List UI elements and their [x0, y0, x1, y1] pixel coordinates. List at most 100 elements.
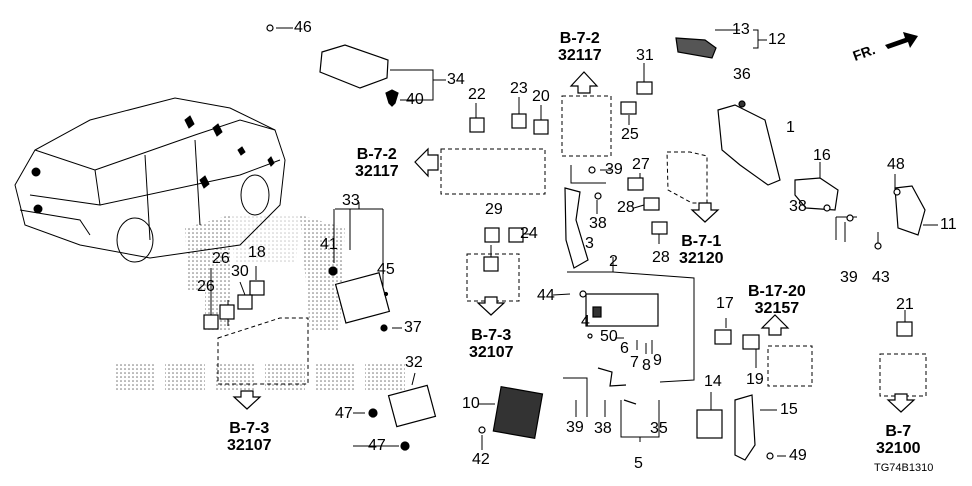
part-label-29[interactable]: 29	[485, 201, 503, 218]
part-label-19[interactable]: 19	[746, 371, 764, 388]
part-label-21[interactable]: 21	[896, 296, 914, 313]
part-label-37[interactable]: 37	[404, 319, 422, 336]
reference-code: 32100	[876, 440, 921, 457]
part-label-6[interactable]: 6	[620, 340, 629, 357]
part-label-49[interactable]: 49	[789, 447, 807, 464]
part-label-28a[interactable]: 28	[617, 199, 635, 216]
part-label-44[interactable]: 44	[537, 287, 555, 304]
part-label-7[interactable]: 7	[630, 354, 639, 371]
part-label-8[interactable]: 8	[642, 357, 651, 374]
diagram-code: TG74B1310	[874, 462, 934, 474]
reference-arrows	[232, 71, 916, 413]
reference-code: 32107	[227, 437, 272, 454]
part-label-45[interactable]: 45	[377, 261, 395, 278]
part-16-unit	[794, 177, 839, 211]
part-15-bracket	[734, 394, 756, 461]
reference-section: B-7	[885, 423, 912, 440]
part-label-20[interactable]: 20	[532, 88, 550, 105]
part-label-38-right[interactable]: 38	[789, 198, 807, 215]
part-label-9[interactable]: 9	[653, 352, 662, 369]
part-label-48[interactable]: 48	[887, 156, 905, 173]
part-label-24[interactable]: 24	[520, 225, 538, 242]
reference-section: B-17-20	[748, 283, 806, 300]
reference-section: B-7-2	[559, 30, 600, 47]
part-40-clip	[385, 89, 399, 107]
part-34-unit	[319, 44, 389, 89]
part-label-31[interactable]: 31	[636, 47, 654, 64]
vehicle-illustration	[14, 97, 286, 263]
part-3-bracket	[564, 187, 589, 269]
reference-b17-20[interactable]: B-17-20 32157	[748, 283, 806, 317]
arrow-up-b72-top	[569, 71, 599, 94]
part-label-23[interactable]: 23	[510, 80, 528, 97]
part-label-4[interactable]: 4	[581, 313, 590, 330]
part-label-12[interactable]: 12	[768, 31, 786, 48]
part-label-26a[interactable]: 26	[212, 250, 230, 267]
part-label-1[interactable]: 1	[786, 119, 795, 136]
part-label-13[interactable]: 13	[732, 21, 750, 38]
part-label-11[interactable]: 11	[940, 216, 957, 233]
part-label-39-right[interactable]: 39	[840, 269, 858, 286]
part-label-38-mid[interactable]: 38	[589, 215, 607, 232]
connector-group-boxes	[217, 95, 927, 397]
part-12-switch	[675, 37, 717, 59]
part-1-bracket	[717, 104, 781, 186]
part-label-47a[interactable]: 47	[335, 405, 353, 422]
part-shapes	[203, 24, 926, 461]
part-46-screw	[266, 24, 274, 32]
arrow-down-b7	[886, 393, 916, 413]
part-label-40[interactable]: 40	[406, 91, 424, 108]
part-label-47b[interactable]: 47	[368, 437, 386, 454]
part-label-39-top[interactable]: 39	[605, 161, 623, 178]
part-label-30[interactable]: 30	[231, 263, 249, 280]
reference-b7-2-left[interactable]: B-7-2 32117	[355, 146, 399, 180]
part-label-26b[interactable]: 26	[197, 278, 215, 295]
arrow-down-b73-mid	[476, 296, 506, 316]
part-label-2[interactable]: 2	[609, 253, 618, 270]
part-label-50[interactable]: 50	[600, 328, 618, 345]
part-label-36[interactable]: 36	[733, 66, 751, 83]
reference-b7-3-left[interactable]: B-7-3 32107	[227, 420, 272, 454]
part-label-43[interactable]: 43	[872, 269, 890, 286]
reference-code: 32107	[469, 344, 514, 361]
part-label-34[interactable]: 34	[447, 71, 465, 88]
part-label-32[interactable]: 32	[405, 354, 423, 371]
part-label-42[interactable]: 42	[472, 451, 490, 468]
part-32-unit	[387, 384, 437, 428]
part-label-46[interactable]: 46	[294, 19, 312, 36]
reference-b7-3-mid[interactable]: B-7-3 32107	[469, 327, 514, 361]
part-label-16[interactable]: 16	[813, 147, 831, 164]
reference-section: B-7-3	[229, 420, 270, 437]
reference-b7-2-top[interactable]: B-7-2 32117	[558, 30, 602, 64]
part-label-33[interactable]: 33	[342, 192, 360, 209]
reference-section: B-7-2	[356, 146, 397, 163]
part-label-14[interactable]: 14	[704, 373, 722, 390]
part-33-unit	[334, 271, 391, 324]
arrow-up-b1720	[760, 314, 790, 336]
reference-code: 32117	[355, 163, 399, 180]
reference-b7-1[interactable]: B-7-1 32120	[679, 233, 724, 267]
part-label-28b[interactable]: 28	[652, 249, 670, 266]
part-label-15[interactable]: 15	[780, 401, 798, 418]
part-label-17[interactable]: 17	[716, 295, 734, 312]
part-label-35[interactable]: 35	[650, 420, 668, 437]
reference-section: B-7-1	[681, 233, 722, 250]
front-direction-arrow	[885, 32, 918, 49]
part-label-22[interactable]: 22	[468, 86, 486, 103]
reference-code: 32117	[558, 47, 602, 64]
part-label-39-bottom[interactable]: 39	[566, 419, 584, 436]
reference-code: 32120	[679, 250, 724, 267]
part-label-10[interactable]: 10	[462, 395, 480, 412]
reference-b7[interactable]: B-7 32100	[876, 423, 921, 457]
part-label-3[interactable]: 3	[585, 235, 594, 252]
part-4	[592, 306, 602, 318]
part-label-25[interactable]: 25	[621, 126, 639, 143]
part-label-38-bottom[interactable]: 38	[594, 420, 612, 437]
part-label-41[interactable]: 41	[320, 236, 338, 253]
arrow-left-b72	[414, 147, 439, 178]
part-label-5[interactable]: 5	[634, 455, 643, 472]
part-label-18[interactable]: 18	[248, 244, 266, 261]
part-label-27[interactable]: 27	[632, 156, 650, 173]
